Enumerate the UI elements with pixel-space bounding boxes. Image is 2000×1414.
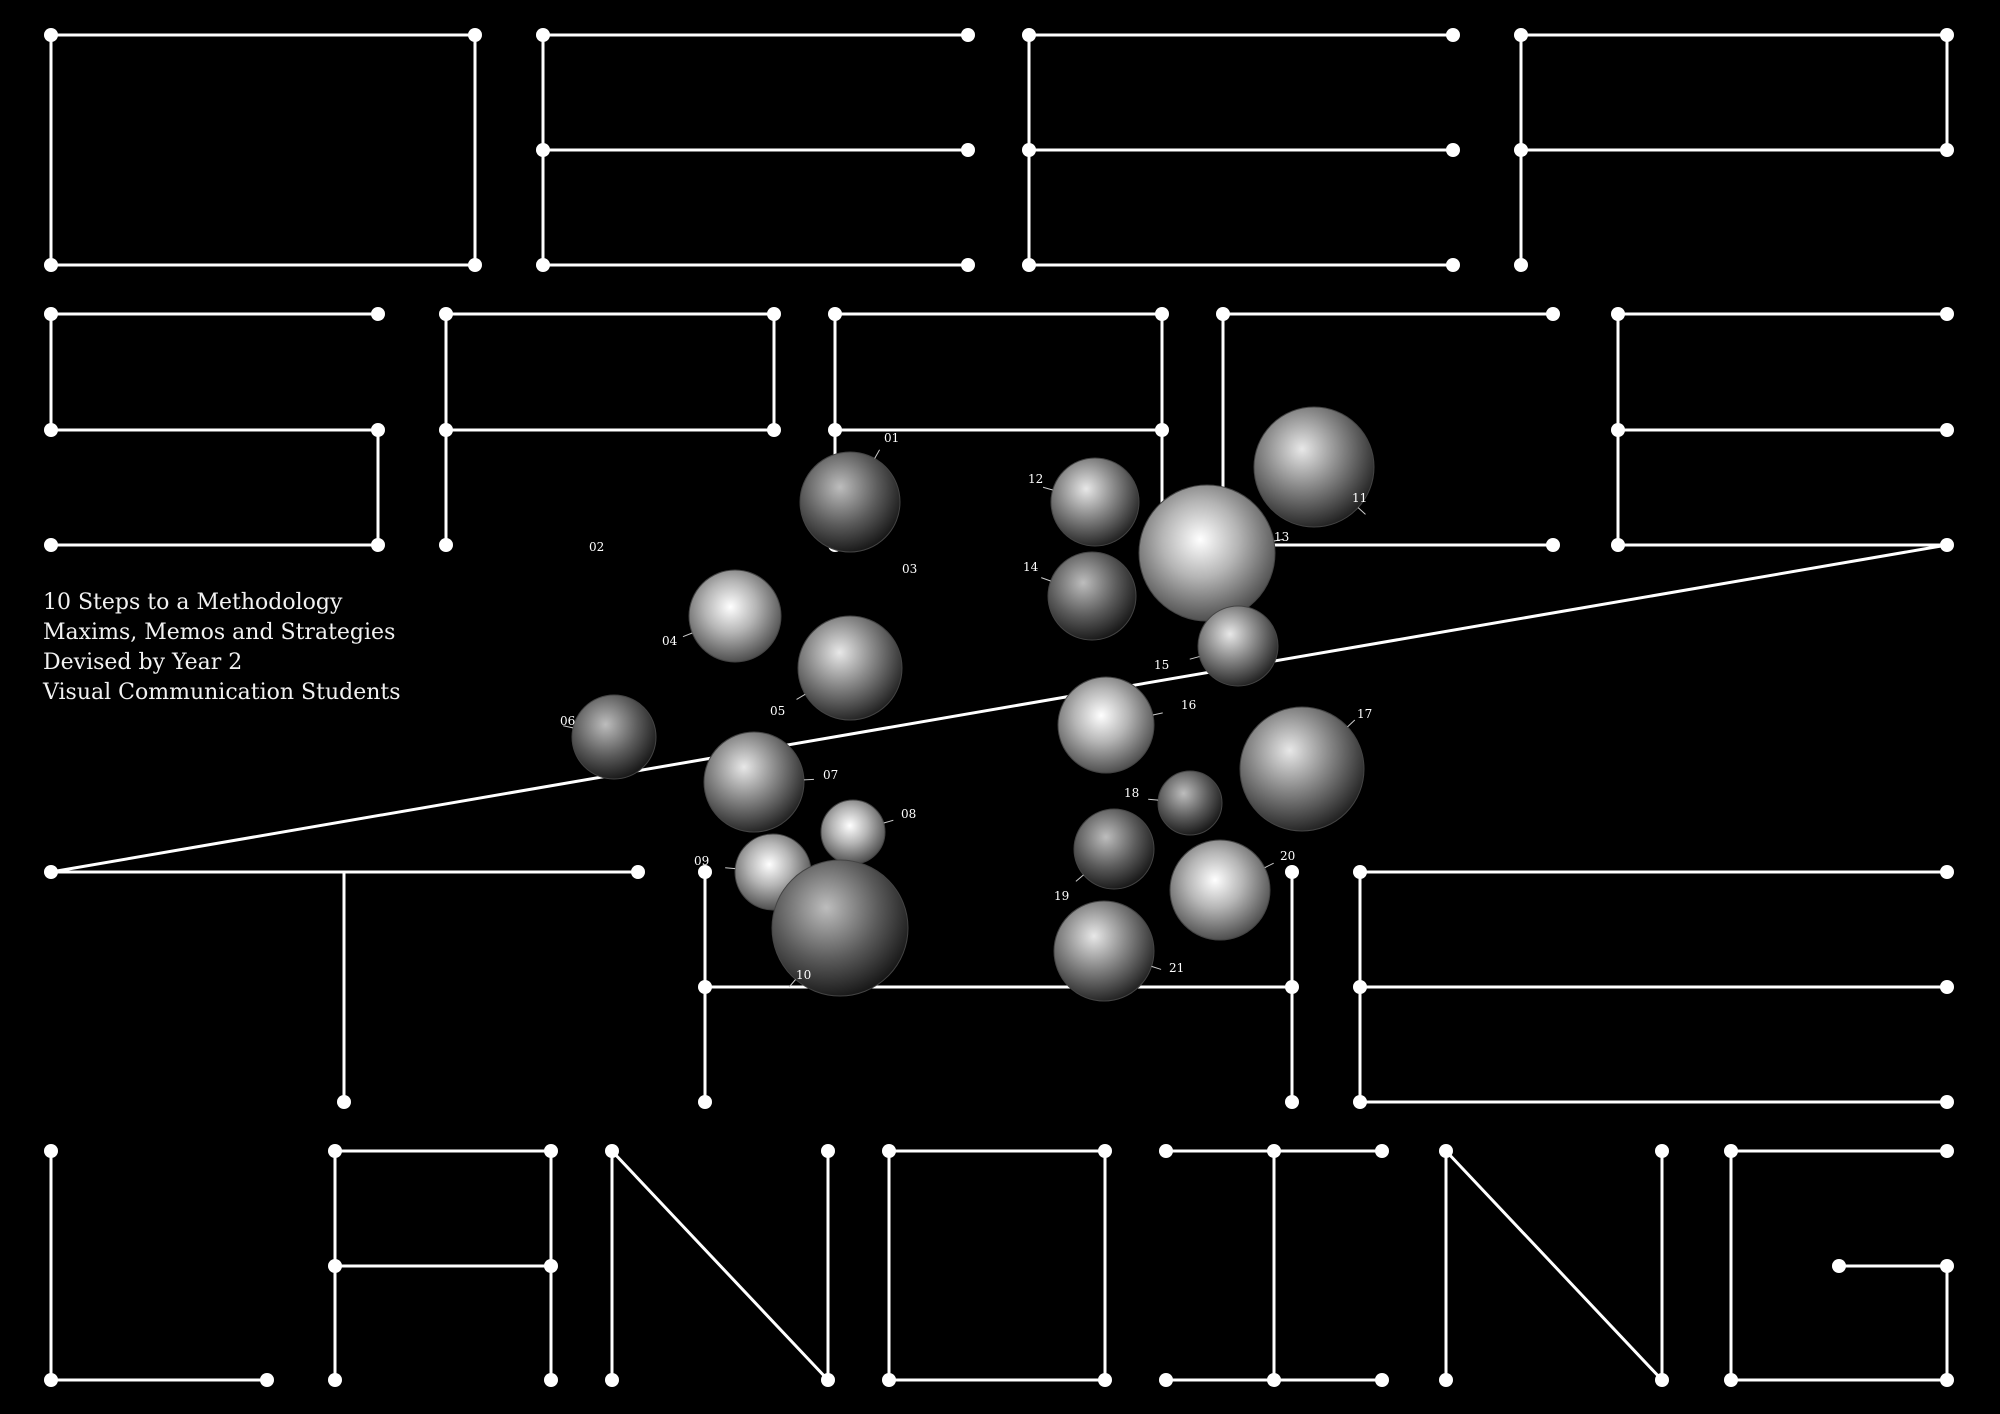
planet-04 xyxy=(688,569,782,663)
planet-tick-21 xyxy=(1151,965,1162,970)
planet-tick-13 xyxy=(1273,538,1284,542)
letter-a-2 xyxy=(328,1144,558,1387)
letter-t xyxy=(44,865,645,1109)
planet-18 xyxy=(1157,770,1223,836)
planet-label-03: 03 xyxy=(902,562,917,576)
letter-e-3 xyxy=(1611,307,1954,552)
letter-d-2 xyxy=(882,1144,1112,1387)
planet-21 xyxy=(1053,900,1155,1002)
planet-16 xyxy=(1057,676,1155,774)
planet-tick-05 xyxy=(796,693,806,700)
planet-label-15: 15 xyxy=(1154,658,1169,672)
planet-label-07: 07 xyxy=(823,768,838,782)
planet-label-08: 08 xyxy=(901,807,916,821)
planet-20 xyxy=(1169,839,1271,941)
planet-label-04: 04 xyxy=(662,634,678,648)
planet-12 xyxy=(1050,457,1140,547)
letter-n-2 xyxy=(1439,1144,1669,1387)
planet-label-21: 21 xyxy=(1169,961,1184,975)
planet-label-17: 17 xyxy=(1357,707,1372,721)
planet-label-14: 14 xyxy=(1023,560,1039,574)
planet-11 xyxy=(1253,406,1375,528)
planet-tick-06 xyxy=(563,725,574,729)
planet-label-20: 20 xyxy=(1280,849,1295,863)
subtitle-line-4: Visual Communication Students xyxy=(43,680,401,705)
planet-label-09: 09 xyxy=(694,854,709,868)
planet-tick-08 xyxy=(883,819,894,824)
planet-tick-01 xyxy=(874,449,881,459)
planet-14 xyxy=(1047,551,1137,641)
letter-e-1 xyxy=(536,28,975,272)
planet-label-06: 06 xyxy=(560,714,575,728)
letter-h xyxy=(698,865,1299,1109)
letter-s xyxy=(44,307,385,552)
planet-10 xyxy=(771,859,909,997)
word-the xyxy=(44,865,1954,1109)
planet-13 xyxy=(1138,484,1276,622)
letter-g xyxy=(1724,1144,1954,1387)
subtitle-line-3: Devised by Year 2 xyxy=(43,650,243,675)
letter-i xyxy=(1159,1144,1389,1387)
planet-label-10: 10 xyxy=(796,968,811,982)
letter-p-2 xyxy=(439,307,781,552)
planet-label-01: 01 xyxy=(884,431,899,445)
planet-tick-19 xyxy=(1075,874,1084,882)
word-space xyxy=(44,307,1954,552)
planet-08 xyxy=(820,799,886,865)
planet-tick-14 xyxy=(1041,577,1051,582)
planet-17 xyxy=(1239,706,1365,832)
letter-l xyxy=(44,1144,274,1387)
word-deep xyxy=(44,28,1954,272)
planet-label-13: 13 xyxy=(1274,530,1289,544)
planet-06 xyxy=(571,694,657,780)
letter-p xyxy=(1514,28,1954,272)
planet-label-02: 02 xyxy=(589,540,604,554)
subtitle-line-2: Maxims, Memos and Strategies xyxy=(43,620,396,645)
planet-tick-11 xyxy=(1357,507,1366,515)
planet-tick-16 xyxy=(1152,712,1163,716)
planet-label-16: 16 xyxy=(1181,698,1196,712)
subtitle-block: 10 Steps to a Methodology Maxims, Memos … xyxy=(43,588,401,708)
planet-label-11: 11 xyxy=(1352,491,1367,505)
planet-tick-04 xyxy=(682,632,693,638)
planet-tick-10 xyxy=(788,979,796,988)
word-landing xyxy=(44,1144,1954,1387)
planet-label-12: 12 xyxy=(1028,472,1043,486)
planet-label-18: 18 xyxy=(1124,786,1139,800)
planet-15 xyxy=(1197,605,1279,687)
subtitle-line-1: 10 Steps to a Methodology xyxy=(43,590,343,615)
planet-tick-15 xyxy=(1189,656,1200,660)
planet-05 xyxy=(797,615,903,721)
planet-tick-12 xyxy=(1042,486,1053,491)
letter-e-4 xyxy=(1353,865,1954,1109)
planet-label-05: 05 xyxy=(770,704,785,718)
planet-19 xyxy=(1073,808,1155,890)
planet-tick-09 xyxy=(725,867,736,870)
letter-n xyxy=(605,1144,835,1387)
planet-01 xyxy=(799,451,901,553)
planet-tick-18 xyxy=(1148,798,1159,801)
planet-tick-20 xyxy=(1264,862,1274,869)
planet-tick-17 xyxy=(1347,719,1356,728)
planet-07 xyxy=(703,731,805,833)
planet-label-19: 19 xyxy=(1054,889,1069,903)
letter-d xyxy=(44,28,482,272)
planet-cluster: 01 02 03 04 05 06 07 08 09 10 11 12 13 14 15 16 17 18 19 20… xyxy=(560,406,1375,1002)
letter-e-2 xyxy=(1022,28,1460,272)
diagonal-line xyxy=(50,543,1948,874)
